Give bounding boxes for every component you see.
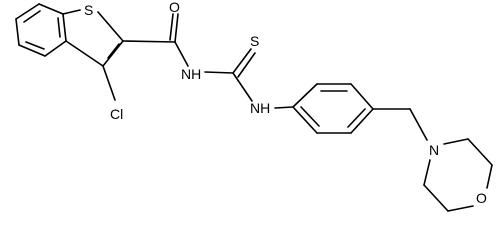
- atom-label-nh-aryl: NH: [250, 100, 270, 116]
- bond: [292, 106, 318, 134]
- bond: [467, 138, 493, 166]
- bond: [232, 48, 252, 74]
- atom-label-o-morpholine: O: [476, 190, 487, 206]
- bond: [409, 108, 428, 141]
- bond: [204, 71, 234, 74]
- atom-label-nh-amide: NH: [181, 66, 201, 82]
- bond: [232, 72, 253, 102]
- bond: [57, 17, 61, 38]
- bond: [423, 159, 431, 186]
- bond: [347, 108, 366, 128]
- atom-labels: S O Cl NH S NH N O: [84, 0, 487, 206]
- bond: [486, 164, 493, 189]
- bond: [443, 138, 469, 145]
- bond: [38, 3, 64, 15]
- bond: [97, 11, 124, 42]
- bond: [62, 9, 81, 15]
- bond: [25, 41, 45, 50]
- bond: [292, 83, 318, 108]
- bond: [102, 40, 124, 67]
- bond: [169, 13, 174, 41]
- bond: [174, 13, 179, 43]
- bond: [102, 65, 116, 101]
- bond: [65, 40, 104, 67]
- bond: [350, 83, 374, 110]
- bond: [62, 13, 67, 42]
- bonds: [15, 3, 493, 212]
- bond: [423, 184, 449, 212]
- bond: [107, 43, 120, 59]
- bond: [15, 18, 20, 46]
- bond: [447, 205, 474, 212]
- atom-label-s-thione: S: [250, 33, 259, 49]
- bond: [18, 44, 46, 57]
- atom-label-s-ring: S: [84, 2, 93, 18]
- bond: [23, 10, 41, 23]
- bond: [350, 108, 374, 134]
- bond: [15, 3, 40, 20]
- atom-label-o-carbonyl: O: [169, 0, 180, 15]
- bond: [274, 106, 294, 109]
- atom-label-cl: Cl: [110, 106, 123, 122]
- bond: [237, 52, 256, 78]
- chemical-structure: S O Cl NH S NH N O: [15, 0, 493, 212]
- bond: [44, 40, 67, 57]
- bond: [122, 40, 176, 43]
- bond: [300, 106, 320, 127]
- bond: [174, 41, 189, 67]
- atom-label-n-morpholine: N: [429, 142, 439, 158]
